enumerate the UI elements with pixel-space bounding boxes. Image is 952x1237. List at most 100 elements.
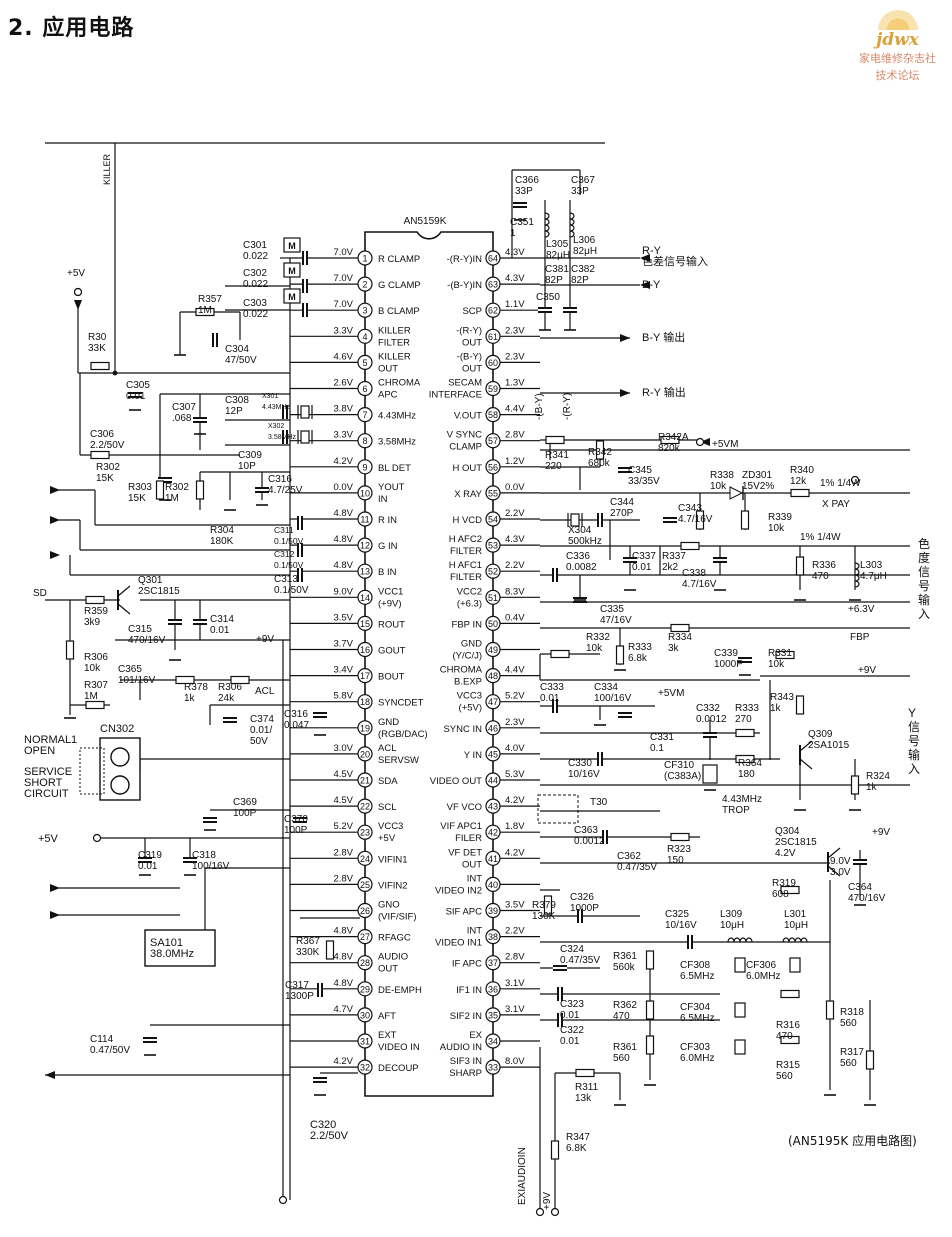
label-c307: C307.068 [172, 402, 196, 424]
mute-box [283, 237, 301, 253]
pin-voltage: 2.8V [333, 847, 353, 858]
pin-voltage: 3.1V [505, 978, 525, 989]
resistor [543, 895, 553, 915]
saw-filter-sa101 [144, 929, 216, 967]
arrow-left-icon [700, 438, 710, 446]
capacitor [623, 557, 637, 563]
capacitor [297, 543, 303, 557]
inductor-l301 [782, 937, 808, 943]
pin-voltage: 4.0V [505, 743, 525, 754]
pin-number: 47 [488, 697, 498, 707]
label-pct1: 1% 1/4W [820, 478, 861, 489]
pin-number: 48 [488, 671, 498, 681]
pin-number: 8 [362, 436, 367, 446]
pin-name: VCC3(+5V) [457, 691, 482, 714]
pin-voltage: 4.5V [333, 769, 353, 780]
resistor [195, 307, 215, 317]
pin-name: SDA [378, 776, 398, 787]
ceramic-filter [734, 1002, 746, 1018]
pin-voltage: 4.8V [333, 926, 353, 937]
pin-voltage: 0.4V [505, 612, 525, 623]
arrow-left-icon [640, 281, 650, 289]
pin-voltage: 1.8V [505, 821, 525, 832]
pin-57 [485, 433, 501, 449]
resistor [615, 645, 625, 665]
pin-name: R IN [378, 515, 397, 526]
pin-name: V.OUT [454, 411, 482, 422]
pin-number: 50 [488, 619, 498, 629]
capacitor [168, 619, 182, 625]
pin-56 [485, 459, 501, 475]
pin-number: 22 [360, 802, 370, 812]
pin-3 [357, 302, 373, 318]
ceramic-filter [734, 957, 746, 973]
pin-number: 13 [360, 567, 370, 577]
page-title: 2. 应用电路 [8, 16, 135, 41]
resistor [550, 649, 570, 659]
capacitor [713, 557, 727, 563]
capacitor [602, 830, 608, 844]
pin-number: 45 [488, 749, 498, 759]
pin-name: G IN [378, 541, 398, 552]
capacitor [703, 732, 717, 738]
capacitor [597, 513, 603, 527]
resistor [230, 675, 250, 685]
resistor [65, 640, 75, 660]
pin-number: 57 [488, 436, 498, 446]
pin-31 [357, 1033, 373, 1049]
logo-line2: 技术论坛 [875, 69, 920, 82]
capacitor [317, 983, 323, 997]
pin-voltage: 2.8V [505, 952, 525, 963]
capacitor [618, 712, 632, 718]
pin-name: GND(RGB/DAC) [378, 717, 428, 740]
crystal-x302 [297, 430, 313, 444]
label-fbp: FBP [850, 632, 870, 643]
capacitor [193, 619, 207, 625]
resistor [670, 832, 690, 842]
pin-number: 16 [360, 645, 370, 655]
label-chroma_in: 色度信号输入 [918, 537, 930, 621]
pin-number: 29 [360, 984, 370, 994]
pin-50 [485, 615, 501, 632]
resistor [645, 950, 655, 970]
pin-voltage: 1.3V [505, 378, 525, 389]
pin-voltage: 2.3V [505, 717, 525, 728]
capacitor [313, 1077, 327, 1083]
pin-14 [357, 589, 373, 605]
label-v9_q304: +9V [872, 827, 890, 838]
pin-voltage: 4.2V [333, 456, 353, 467]
resistor [85, 595, 105, 605]
pin-number: 46 [488, 723, 498, 733]
ic-name: AN5159K [404, 216, 447, 227]
pin-name: -(B-Y)OUT [457, 351, 483, 374]
label-killer: KILLER [102, 153, 112, 185]
